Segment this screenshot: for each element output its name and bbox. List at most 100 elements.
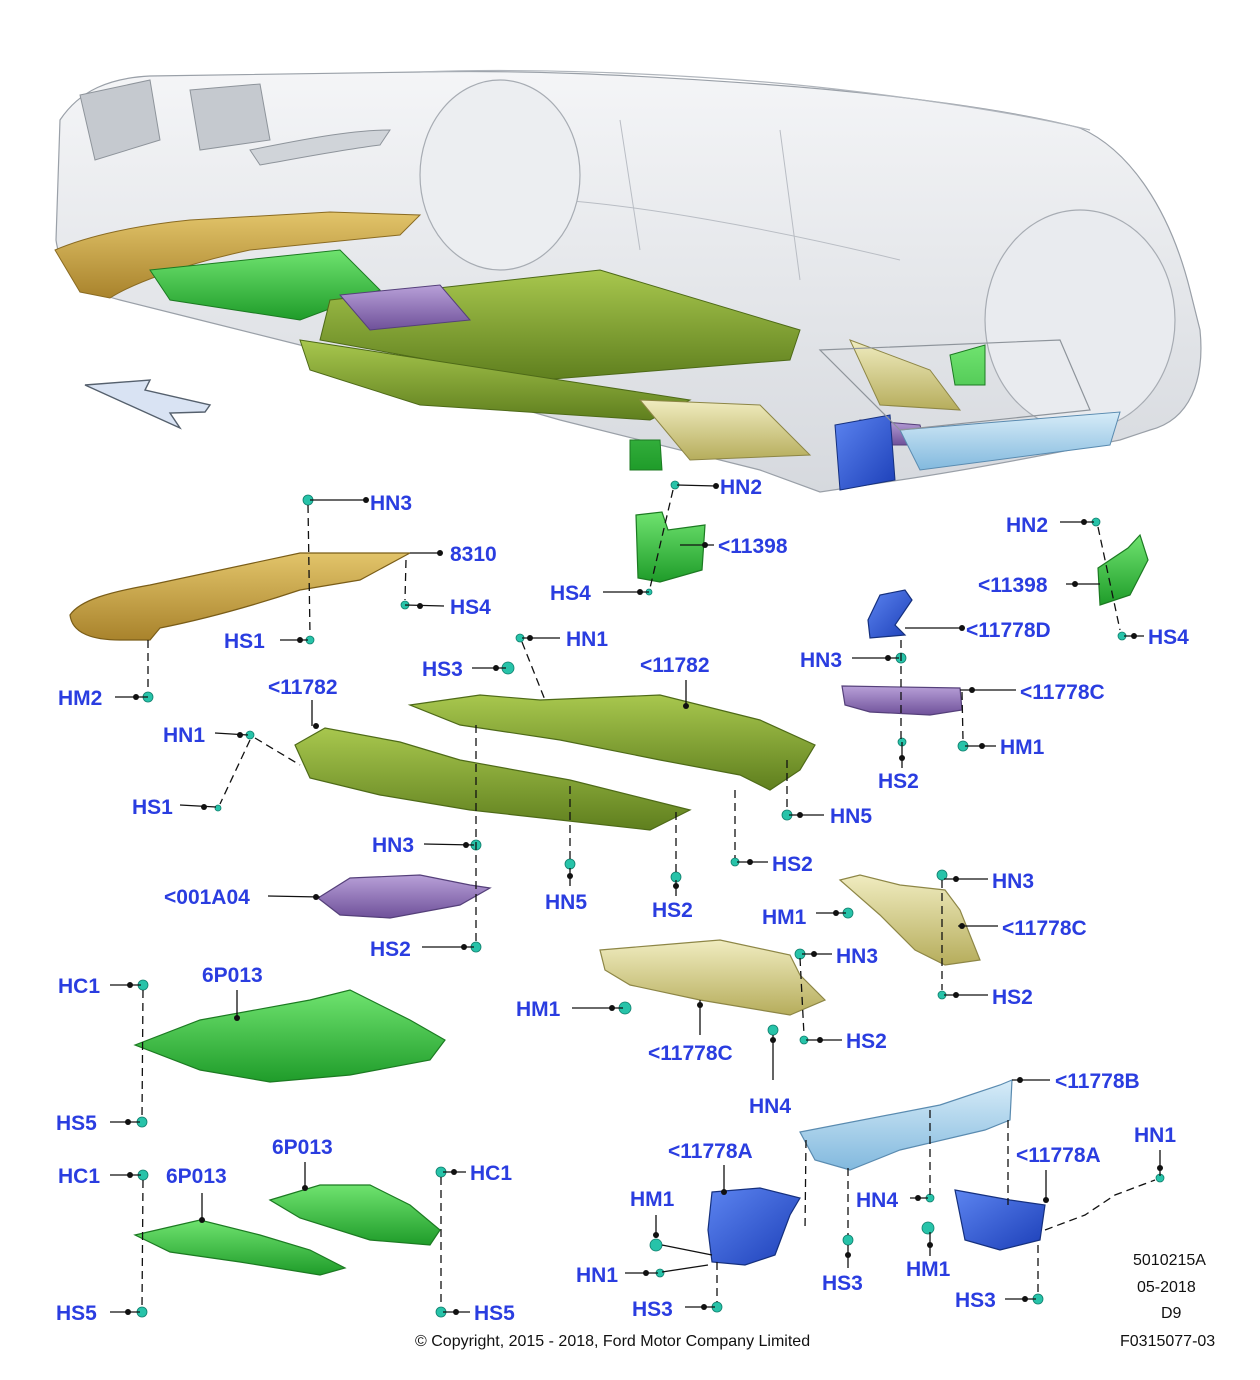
label-hn3: HN3 <box>372 834 414 857</box>
label-hs2: HS2 <box>992 986 1033 1009</box>
label-hc1: HC1 <box>470 1162 512 1185</box>
label-hs4: HS4 <box>450 596 491 619</box>
skid-plate-6p013-right <box>268 1184 441 1246</box>
figure-meta: 5010215A 05-2018 D9 F0315077-03 © Copyri… <box>415 1252 1215 1350</box>
label-6p013: 6P013 <box>202 964 263 987</box>
figure-code: 5010215A <box>1133 1252 1206 1269</box>
label-hs1: HS1 <box>132 796 173 819</box>
label-hn2: HN2 <box>1006 514 1048 537</box>
label-hs4: HS4 <box>550 582 591 605</box>
underbody-shield-mini-b <box>299 339 692 421</box>
fasteners <box>136 480 1165 1318</box>
label-11778c: <11778C <box>1002 917 1087 940</box>
assembly-line <box>804 1139 807 1231</box>
mudflap-left <box>635 511 706 583</box>
assembly-line <box>521 641 546 701</box>
assembly-line <box>219 737 301 805</box>
label-11778c: <11778C <box>1020 681 1105 704</box>
deflector-11778a-left <box>707 1187 801 1266</box>
label-hn3: HN3 <box>370 492 412 515</box>
label-hs2: HS2 <box>370 938 411 961</box>
label-hm1: HM1 <box>630 1188 675 1211</box>
figure-revision: D9 <box>1161 1305 1182 1322</box>
figure-id: F0315077-03 <box>1120 1333 1215 1350</box>
assembly-line <box>141 989 144 1118</box>
label-hs2: HS2 <box>846 1030 887 1053</box>
mudflap-right <box>1097 533 1149 606</box>
skid-plate-6p013-main <box>133 989 446 1083</box>
label-hs3: HS3 <box>955 1289 996 1312</box>
label-hs2: HS2 <box>652 899 693 922</box>
fastener-hm1-e <box>921 1221 935 1235</box>
center-bracket-mini <box>338 284 472 331</box>
front-direction-arrow-icon <box>84 379 212 430</box>
label-11398: <11398 <box>978 574 1048 597</box>
front-wheel-arch <box>419 79 581 271</box>
label-hn1: HN1 <box>163 724 205 747</box>
label-hn5: HN5 <box>830 805 872 828</box>
label-11778b: <11778B <box>1055 1070 1140 1093</box>
assembly-line <box>307 504 311 636</box>
vehicle-overview <box>54 70 1202 493</box>
label-hm2: HM2 <box>58 687 102 710</box>
front-lamp <box>249 129 391 166</box>
label-hs2: HS2 <box>878 770 919 793</box>
label-hs3: HS3 <box>822 1272 863 1295</box>
assembly-line <box>1044 1179 1156 1231</box>
label-hs1: HS1 <box>224 630 265 653</box>
shield-11782-rear <box>407 694 816 791</box>
assembly-line <box>1097 526 1121 631</box>
bracket-11778c-tan-right <box>838 874 981 966</box>
bumper-shield-8310 <box>69 552 411 641</box>
rear-deflector-mini <box>834 414 896 491</box>
deflector-11778a-right <box>954 1189 1046 1251</box>
skid-plate-6p013-left <box>133 1219 347 1276</box>
fastener-hm1-d <box>649 1238 663 1252</box>
label-11778a: <11778A <box>1016 1144 1101 1167</box>
bracket-11778d <box>867 589 913 639</box>
label-hn5: HN5 <box>545 891 587 914</box>
label-11782: <11782 <box>640 654 710 677</box>
rear-panel-mini <box>899 411 1121 471</box>
assembly-line <box>141 1179 144 1308</box>
bracket-001a04 <box>316 874 492 919</box>
label-11782: <11782 <box>268 676 338 699</box>
label-001a04: <001A04 <box>164 886 250 909</box>
label-hn4: HN4 <box>749 1095 791 1118</box>
label-hn3: HN3 <box>836 945 878 968</box>
label-hm1: HM1 <box>762 906 807 929</box>
assembly-lines <box>141 489 1156 1308</box>
assembly-line <box>404 559 407 601</box>
panel-11778b <box>799 1079 1013 1171</box>
label-hn1: HN1 <box>1134 1124 1176 1147</box>
label-hs3: HS3 <box>422 658 463 681</box>
part-labels: HN3 8310 HS4 HS1 HM2 HN2 <11398 HS4 HN2 … <box>56 476 1189 1325</box>
copyright-notice: © Copyright, 2015 - 2018, Ford Motor Com… <box>415 1333 810 1350</box>
label-hm1: HM1 <box>1000 736 1045 759</box>
label-hs2: HS2 <box>772 853 813 876</box>
label-hn2: HN2 <box>720 476 762 499</box>
label-11778a: <11778A <box>668 1140 753 1163</box>
label-11778c: <11778C <box>648 1042 733 1065</box>
vehicle-roofline <box>419 70 1091 131</box>
label-hn4: HN4 <box>856 1189 898 1212</box>
label-hm1: HM1 <box>906 1258 951 1281</box>
bracket-11778c-tan-center <box>599 939 827 1016</box>
bracket-11778c-purple <box>841 685 963 716</box>
label-11778d: <11778D <box>966 619 1051 642</box>
leader-lines <box>110 483 1163 1315</box>
rear-frame-mini <box>818 339 1091 431</box>
label-hs3: HS3 <box>632 1298 673 1321</box>
label-11398: <11398 <box>718 535 788 558</box>
front-bumper-shield-mini <box>54 211 422 299</box>
label-hc1: HC1 <box>58 975 100 998</box>
label-hn1: HN1 <box>566 628 608 651</box>
fastener-hs1-b <box>214 804 222 812</box>
label-6p013: 6P013 <box>166 1165 227 1188</box>
label-hc1: HC1 <box>58 1165 100 1188</box>
vehicle-door-line <box>559 119 901 281</box>
label-hn3: HN3 <box>800 649 842 672</box>
shield-11782-front <box>294 727 692 831</box>
fastener-hn5-b <box>564 858 576 870</box>
